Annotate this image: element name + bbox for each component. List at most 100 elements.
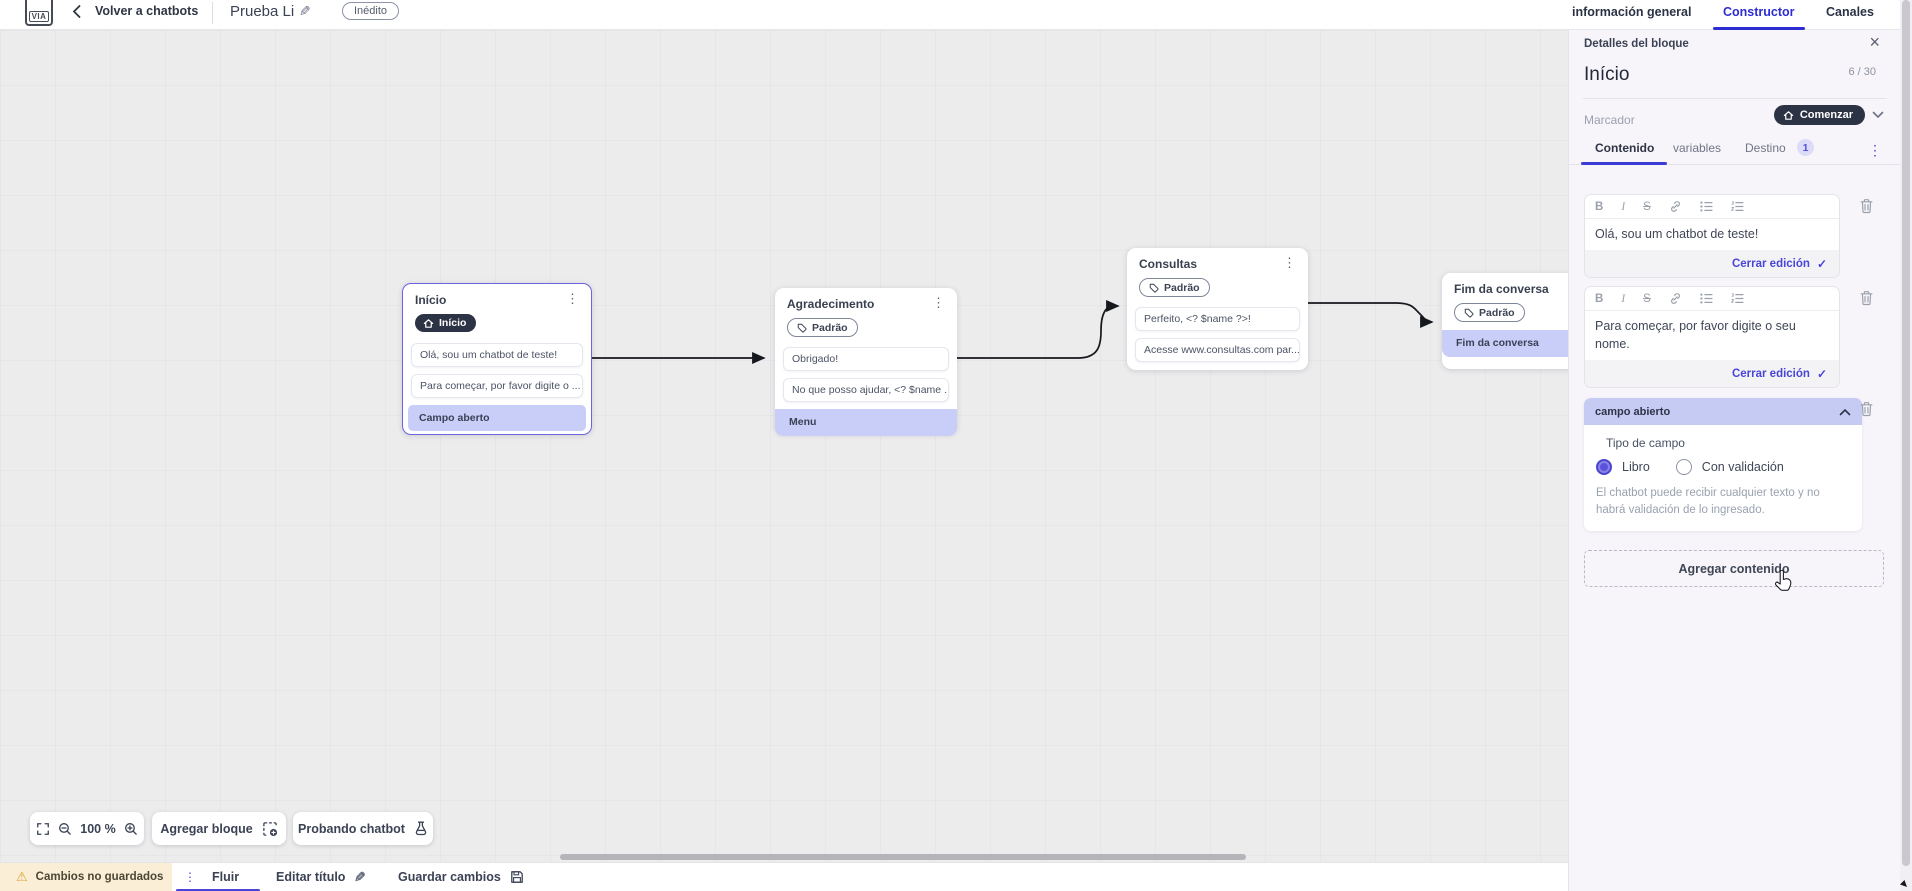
block-title: Fim da conversa	[1454, 282, 1549, 296]
add-content-button[interactable]: Agregar contenido	[1584, 550, 1884, 587]
block-card-open-field[interactable]: Campo aberto	[408, 404, 586, 431]
zoom-in-icon[interactable]	[124, 822, 138, 836]
bullet-list-icon[interactable]	[1700, 201, 1713, 212]
warning-icon: ⚠	[16, 869, 28, 884]
flow-block-agradecimento[interactable]: Agradecimento ⋮ Padrão Obrigado! No que …	[775, 288, 957, 436]
bold-icon[interactable]: B	[1595, 200, 1604, 213]
flow-block-fim-da-conversa[interactable]: Fim da conversa Padrão Fim da conversa	[1442, 273, 1568, 369]
unsaved-changes-label: Cambios no guardados	[35, 871, 164, 883]
panel-title: Detalles del bloque	[1584, 38, 1689, 50]
panel-active-tab-underline	[1581, 162, 1667, 165]
link-icon[interactable]	[1669, 200, 1682, 213]
block-menu-icon[interactable]: ⋮	[566, 291, 579, 306]
radio-libro-label[interactable]: Libro	[1622, 460, 1650, 474]
italic-icon[interactable]: I	[1621, 292, 1626, 305]
zoom-level: 100 %	[80, 821, 116, 836]
block-card[interactable]: Obrigado!	[783, 346, 949, 371]
close-edit-button[interactable]: Cerrar edición ✓	[1732, 367, 1827, 381]
default-badge-label: Padrão	[1479, 306, 1515, 319]
numbered-list-icon[interactable]	[1730, 293, 1744, 304]
block-card[interactable]: Acesse www.consultas.com par...	[1135, 337, 1300, 362]
tab-informacion-general[interactable]: información general	[1572, 5, 1692, 19]
block-card[interactable]: Perfeito, <? $name ?>!	[1135, 306, 1300, 331]
block-card[interactable]: Para começar, por favor digite o ...	[411, 373, 583, 398]
fit-view-icon[interactable]	[36, 822, 50, 836]
app-logo[interactable]: VIA	[25, 0, 53, 26]
close-panel-icon[interactable]: ×	[1869, 32, 1880, 52]
home-icon	[1783, 110, 1794, 120]
marker-label: Marcador	[1584, 113, 1635, 127]
field-type-label: Tipo de campo	[1606, 436, 1685, 450]
zoom-out-icon[interactable]	[58, 822, 72, 836]
tab-constructor[interactable]: Constructor	[1723, 5, 1795, 19]
bullet-list-icon[interactable]	[1700, 293, 1713, 304]
block-title: Agradecimento	[787, 297, 875, 311]
app-logo-text: VIA	[28, 11, 50, 22]
tab-canales[interactable]: Canales	[1826, 5, 1874, 19]
delete-content-icon[interactable]	[1859, 290, 1874, 306]
publish-status-badge: Inédito	[342, 2, 400, 20]
numbered-list-icon[interactable]	[1730, 201, 1744, 212]
link-icon[interactable]	[1669, 292, 1682, 305]
block-card-end[interactable]: Fim da conversa	[1442, 329, 1568, 357]
window-scrollbar[interactable]	[1900, 0, 1912, 891]
default-badge-label: Padrão	[812, 321, 848, 334]
message-text-input[interactable]: Olá, sou um chatbot de teste!	[1595, 227, 1759, 241]
check-icon: ✓	[1816, 256, 1827, 271]
radio-con-validacion-label[interactable]: Con validación	[1701, 460, 1784, 474]
block-card[interactable]: No que posso ajudar, <? $name ...	[783, 377, 949, 402]
flow-block-consultas[interactable]: Consultas ⋮ Padrão Perfeito, <? $name ?>…	[1127, 248, 1308, 370]
flow-connections	[592, 300, 1434, 364]
radio-libro[interactable]	[1596, 459, 1612, 475]
edit-chatbot-title-icon[interactable]: ✎	[299, 3, 311, 19]
close-edit-button[interactable]: Cerrar edición ✓	[1732, 257, 1827, 271]
flow-tab[interactable]: ⋮ Fluir	[176, 863, 260, 891]
block-card-menu[interactable]: Menu	[775, 408, 957, 436]
flow-canvas[interactable]: Início ⋮ Início Olá, sou um chatbot de t…	[0, 30, 1568, 862]
edit-title-button[interactable]: Editar título ✎	[276, 863, 366, 891]
flow-block-inicio[interactable]: Início ⋮ Início Olá, sou um chatbot de t…	[402, 283, 592, 435]
close-edit-label: Cerrar edición	[1731, 257, 1810, 270]
delete-content-icon[interactable]	[1859, 198, 1874, 214]
unsaved-changes-badge: ⚠ Cambios no guardados	[0, 863, 172, 891]
pencil-icon: ✎	[354, 868, 367, 885]
default-badge: Padrão	[787, 318, 858, 337]
top-bar: VIA Volver a chatbots Prueba Li ✎ Inédit…	[0, 0, 1900, 30]
tab-variables[interactable]: variables	[1673, 141, 1722, 155]
marker-value-badge: Comenzar	[1773, 105, 1865, 125]
tab-contenido[interactable]: Contenido	[1595, 141, 1655, 155]
tab-destino[interactable]: Destino	[1745, 141, 1786, 155]
delete-content-icon[interactable]	[1859, 401, 1874, 417]
italic-icon[interactable]: I	[1621, 200, 1626, 213]
block-title: Início	[415, 293, 447, 307]
open-field-header[interactable]: campo abierto	[1584, 398, 1862, 425]
test-chatbot-button[interactable]: Probando chatbot	[293, 812, 433, 845]
bold-icon[interactable]: B	[1595, 292, 1604, 305]
marker-select[interactable]: Comenzar	[1773, 105, 1884, 125]
check-icon: ✓	[1816, 366, 1827, 381]
flask-icon	[414, 821, 428, 836]
flow-tab-menu-icon[interactable]: ⋮	[184, 870, 196, 884]
add-block-label: Agregar bloque	[160, 821, 253, 836]
strikethrough-icon[interactable]: S	[1643, 292, 1651, 305]
add-block-button[interactable]: Agregar bloque	[152, 812, 286, 845]
radio-con-validacion[interactable]	[1675, 459, 1692, 475]
window-scrollbar-thumb[interactable]	[1902, 0, 1910, 866]
save-icon	[510, 870, 524, 884]
block-name-field[interactable]: Início	[1584, 64, 1630, 85]
block-menu-icon[interactable]: ⋮	[1283, 255, 1296, 270]
active-tab-underline	[1713, 27, 1805, 30]
save-changes-button[interactable]: Guardar cambios	[398, 863, 524, 891]
add-block-icon	[262, 821, 278, 837]
message-text-input[interactable]: Para começar, por favor digite o seu nom…	[1595, 319, 1796, 352]
block-menu-icon[interactable]: ⋮	[932, 295, 945, 310]
strikethrough-icon[interactable]: S	[1643, 200, 1651, 213]
mouse-cursor	[1774, 570, 1793, 593]
status-bar: ⚠ Cambios no guardados ⋮ Fluir Editar tí…	[0, 862, 1568, 891]
block-card[interactable]: Olá, sou um chatbot de teste!	[411, 342, 583, 367]
back-to-chatbots-button[interactable]: Volver a chatbots	[72, 4, 198, 18]
panel-menu-icon[interactable]: ⋮	[1868, 142, 1882, 158]
canvas-horizontal-scrollbar[interactable]	[560, 854, 1246, 860]
topbar-divider	[212, 2, 213, 24]
content-editor: B I S Para começar, por favor digite o s…	[1584, 286, 1840, 389]
